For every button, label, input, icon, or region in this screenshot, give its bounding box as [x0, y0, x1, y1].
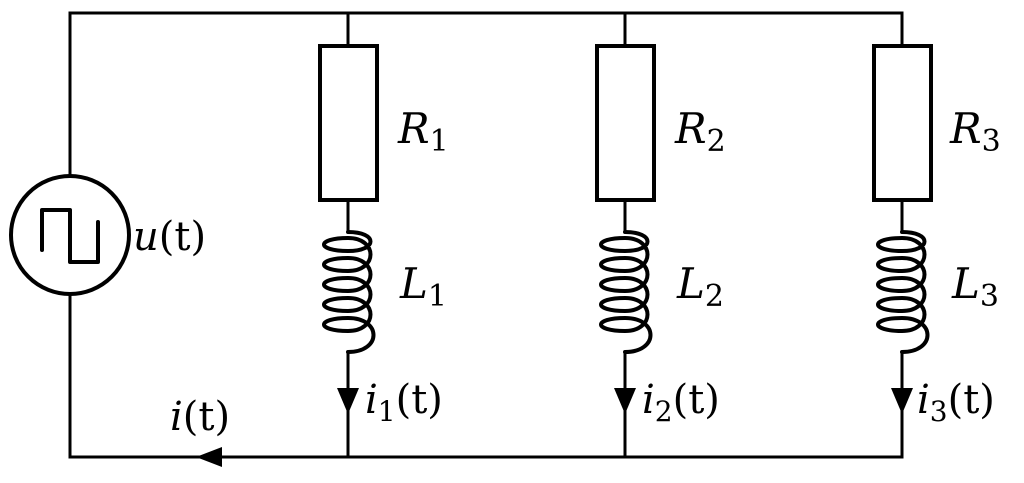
inductor-2: [599, 230, 653, 354]
inductor-1-label: L1: [399, 259, 447, 314]
inductor-1: [322, 230, 376, 354]
branch-1-current-label: i1(t): [365, 377, 443, 428]
branch-2: R2 L2 i2(t): [595, 11, 726, 459]
resistor-1-label: R1: [397, 104, 449, 159]
branch-2-current-label: i2(t): [642, 377, 720, 428]
branch-3-current-label: i3(t): [917, 377, 995, 428]
source-label-var: u: [133, 214, 159, 260]
resistor-1: [318, 44, 379, 202]
total-current-var: i: [170, 394, 183, 440]
square-wave-icon: [40, 208, 100, 264]
source-label: u(t): [133, 214, 206, 260]
inductor-2-label: L2: [676, 259, 724, 314]
resistor-3: [872, 44, 933, 202]
resistor-2-label: R2: [674, 104, 726, 159]
total-current-label: i(t): [170, 394, 230, 440]
voltage-source: u(t): [9, 174, 206, 296]
inductor-3: [876, 230, 930, 354]
branch-3: R3 L3 i3(t): [872, 11, 1001, 459]
inductor-3-label: L3: [951, 259, 999, 314]
branch-1: R1 L1 i1(t): [318, 11, 449, 459]
source-label-arg: (t): [159, 214, 206, 260]
total-current: i(t): [170, 394, 230, 467]
branch-2-current-arrow: [614, 388, 636, 414]
branch-3-current-arrow: [891, 388, 913, 414]
resistor-3-label: R3: [949, 104, 1001, 159]
total-current-arg: (t): [183, 394, 230, 440]
branch-1-current-arrow: [337, 388, 359, 414]
resistor-2: [595, 44, 656, 202]
total-current-arrow: [196, 447, 222, 467]
